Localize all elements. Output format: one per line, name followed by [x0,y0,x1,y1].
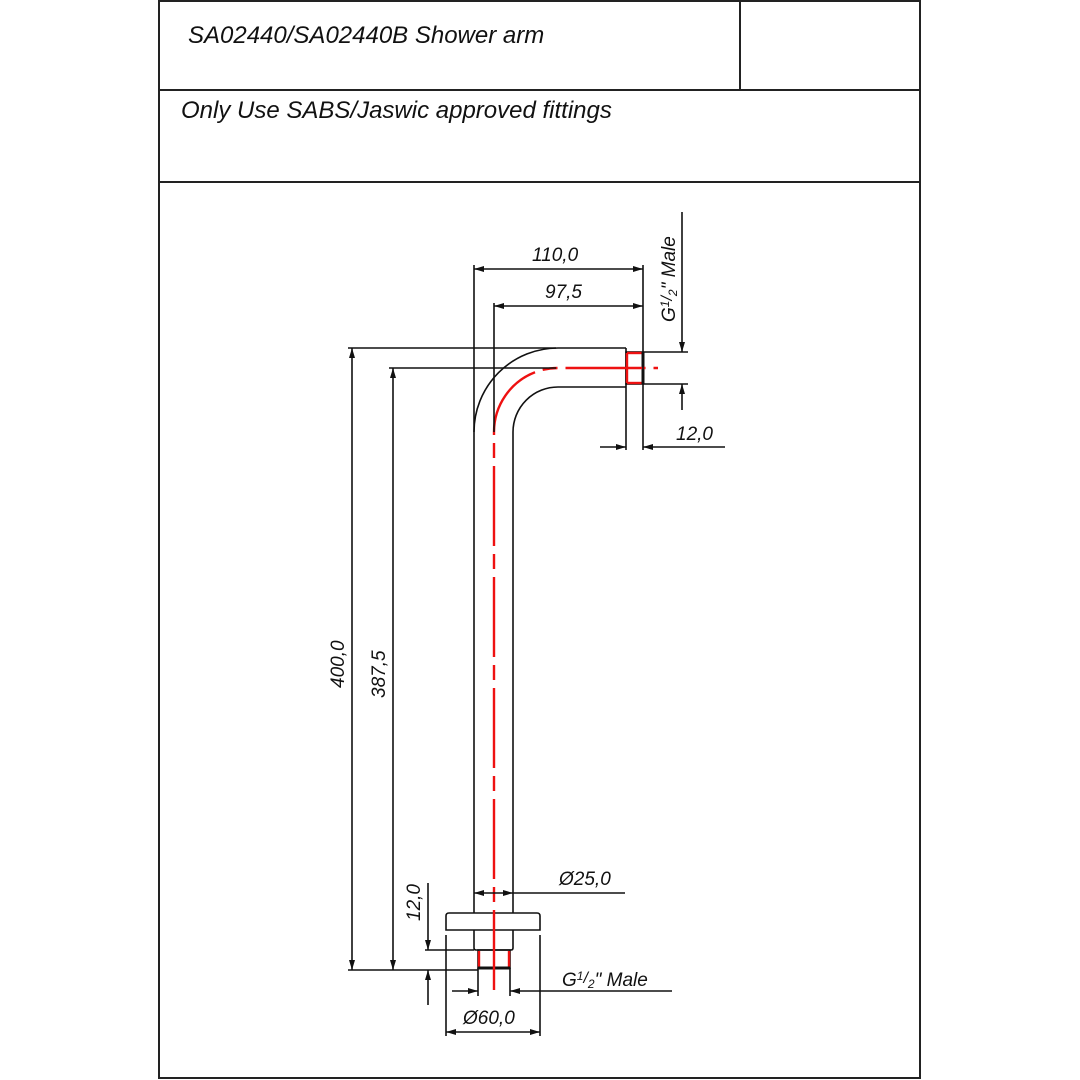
thread-prefix: G [562,970,577,991]
pipe-inner-edge [512,386,626,892]
dim-overall-height: 400,0 [328,640,349,688]
dim-centerline-width: 97,5 [545,282,582,303]
dim-bottom-thread-length-group: 12,0 [404,884,425,921]
fraction-num: 1 [577,969,584,983]
fraction-num: 1 [658,301,672,308]
fraction-den: 2 [666,289,680,297]
drawing-frame [158,0,921,1079]
dim-top-thread-label: G1/2" Male [658,236,680,322]
svg-text:G1/2" Male: G1/2" Male [658,236,680,322]
dim-pipe-diameter: Ø25,0 [558,869,611,890]
wall-flange [445,912,541,931]
drawing-title: SA02440/SA02440B Shower arm [188,22,544,49]
thread-suffix: " Male [595,970,648,991]
dimensions [348,212,725,1036]
shower-arm-outline [445,347,645,970]
dim-overall-width: 110,0 [532,245,579,266]
fraction-den: 2 [587,977,595,991]
dim-centerline-height-group: 387,5 [369,650,390,698]
dim-bottom-thread-label: G1/2" Male [562,969,648,991]
centerline [492,366,658,990]
sheet-border [158,0,921,1079]
dim-bottom-thread-length: 12,0 [404,884,425,921]
thread-prefix: G [659,307,680,322]
thread-suffix: " Male [659,236,680,289]
drawing-note: Only Use SABS/Jaswic approved fittings [181,97,612,124]
dim-centerline-height: 387,5 [369,650,390,698]
dim-top-thread-length: 12,0 [676,424,713,445]
dim-flange-diameter: Ø60,0 [462,1008,515,1029]
dim-overall-height-group: 400,0 [328,640,349,688]
pipe-outer-edge [473,347,626,892]
